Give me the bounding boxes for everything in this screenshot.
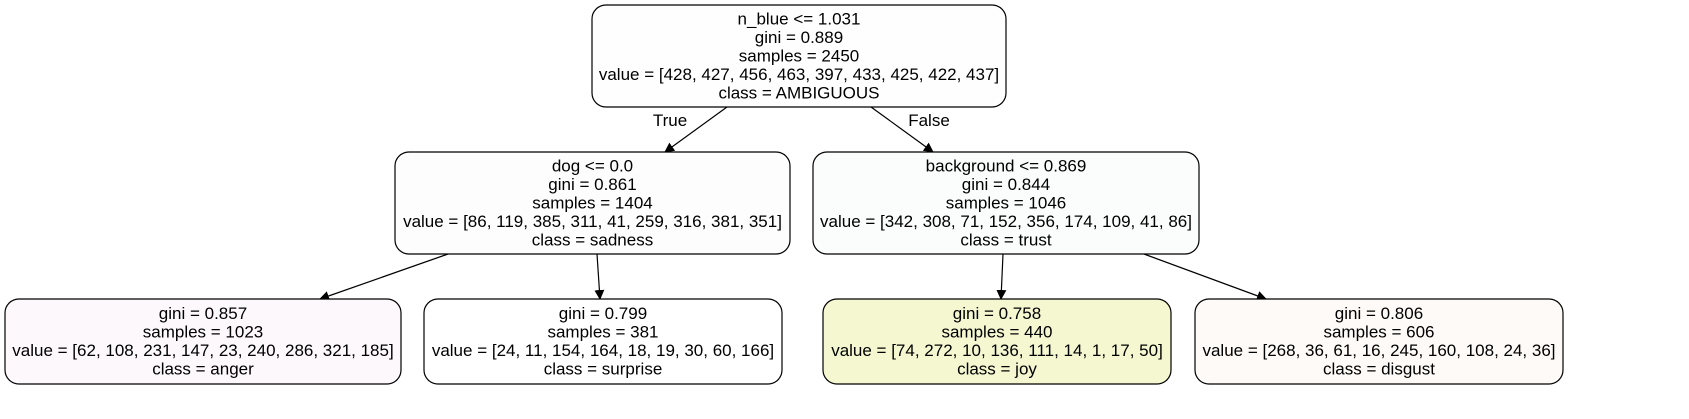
edge-root-right: [870, 106, 934, 153]
edge-root-left: [664, 106, 728, 153]
node-text-line: class = trust: [960, 230, 1051, 249]
node-text-line: background <= 0.869: [926, 156, 1087, 175]
node-text-line: samples = 1023: [143, 323, 264, 342]
node-text-line: value = [428, 427, 456, 463, 397, 433, 4…: [599, 65, 999, 84]
node-text-line: samples = 1046: [946, 193, 1067, 212]
node-text-line: gini = 0.861: [548, 175, 636, 194]
node-text-line: value = [86, 119, 385, 311, 41, 259, 316…: [403, 212, 782, 231]
edge-right-leaf3: [996, 253, 1007, 300]
edge-left-leaf1: [319, 253, 449, 301]
node-text-line: class = disgust: [1323, 360, 1435, 379]
node-text-line: samples = 381: [547, 323, 658, 342]
node-text-line: samples = 606: [1323, 323, 1434, 342]
node-text-line: samples = 2450: [739, 46, 860, 65]
node-text-line: n_blue <= 1.031: [738, 9, 861, 28]
edges-layer: True False: [319, 106, 1267, 301]
node-box: [4, 298, 402, 385]
edge-left-leaf2: [594, 253, 605, 300]
node-text-line: class = anger: [152, 360, 254, 379]
node-text-line: class = sadness: [532, 230, 653, 249]
node-text-line: class = surprise: [544, 360, 663, 379]
node-box: [394, 151, 791, 255]
node-text-line: gini = 0.799: [559, 304, 647, 323]
node-text-line: gini = 0.844: [962, 175, 1050, 194]
node-text-line: gini = 0.806: [1335, 304, 1423, 323]
edge-label-root-left: True: [653, 111, 687, 130]
node-text-line: value = [268, 36, 61, 16, 245, 160, 108,…: [1202, 341, 1555, 360]
node-text-line: dog <= 0.0: [552, 156, 633, 175]
node-box: [423, 298, 783, 385]
node-text-line: value = [24, 11, 154, 164, 18, 19, 30, 6…: [432, 341, 774, 360]
node-box: [822, 298, 1172, 385]
node-text-line: value = [342, 308, 71, 152, 356, 174, 10…: [820, 212, 1192, 231]
node-box: [812, 151, 1200, 255]
node-box: [1194, 298, 1564, 385]
node-text-line: samples = 1404: [532, 193, 653, 212]
edge-right-leaf4: [1143, 253, 1267, 301]
node-text-line: samples = 440: [941, 323, 1052, 342]
node-box: [591, 4, 1007, 108]
node-text-line: class = joy: [957, 360, 1037, 379]
node-text-line: gini = 0.857: [159, 304, 247, 323]
edge-label-root-right: False: [908, 111, 950, 130]
node-text-line: gini = 0.758: [953, 304, 1041, 323]
node-text-line: gini = 0.889: [755, 28, 843, 47]
node-text-line: value = [74, 272, 10, 136, 111, 14, 1, 1…: [831, 341, 1163, 360]
node-text-line: class = AMBIGUOUS: [718, 83, 879, 102]
node-text-line: value = [62, 108, 231, 147, 23, 240, 286…: [12, 341, 393, 360]
